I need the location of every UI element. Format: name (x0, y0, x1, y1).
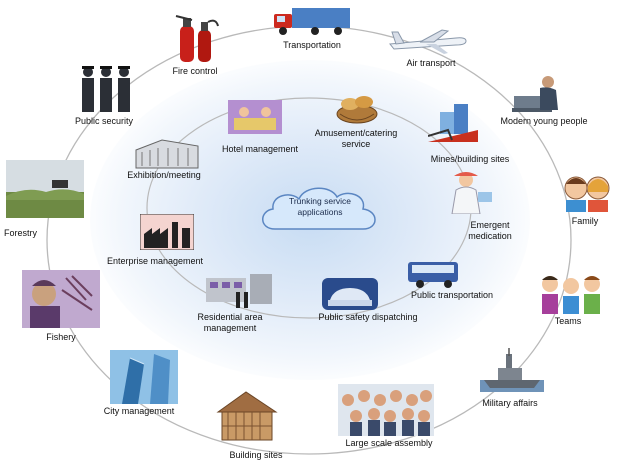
center-label-line1: Trunking service (288, 196, 352, 206)
factory-icon (140, 214, 194, 250)
label-family: Family (571, 216, 599, 226)
hotel-icon (228, 100, 282, 134)
label-amusement-line1: Amusement/catering (314, 128, 398, 138)
label-public-safety-dispatching: Public safety dispatching (318, 312, 418, 322)
label-hotel-management: Hotel management (221, 144, 299, 154)
label-exhibition-meeting: Exhibition/meeting (127, 170, 201, 180)
family-icon (564, 176, 610, 212)
doctor-icon (451, 172, 492, 214)
airplane-icon (389, 29, 467, 54)
truck-icon (274, 8, 350, 35)
fire-extinguisher-icon (175, 15, 219, 62)
house-frame-icon (216, 391, 278, 441)
label-forestry: Forestry (4, 228, 38, 238)
laptop-user-icon (512, 76, 558, 112)
label-air-transport: Air transport (406, 58, 456, 68)
label-emergent-line1: Emergent (470, 220, 510, 230)
label-residential-area: Residential area management (190, 312, 270, 334)
label-fishery: Fishery (46, 332, 76, 342)
teams-icon (542, 276, 600, 314)
bus-icon (408, 262, 458, 288)
label-residential-line1: Residential area (197, 312, 263, 322)
center-label: Trunking service applications (262, 196, 378, 218)
label-building-sites: Building sites (229, 450, 283, 460)
label-fire-control: Fire control (172, 66, 218, 76)
fishery-icon (22, 270, 100, 328)
label-residential-line2: management (203, 323, 257, 333)
cloud-icon (262, 187, 376, 230)
label-modern-young-people: Modern young people (500, 116, 588, 126)
label-city-management: City management (103, 406, 175, 416)
label-amusement-catering: Amusement/catering service (304, 128, 408, 150)
control-room-icon (206, 274, 272, 308)
label-public-transportation: Public transportation (410, 290, 494, 300)
forestry-icon (6, 160, 84, 218)
label-emergent-medication: Emergent medication (450, 220, 530, 242)
police-car-icon (322, 278, 378, 310)
label-emergent-line2: medication (468, 231, 512, 241)
mine-site-icon (428, 104, 478, 142)
skyscraper-icon (110, 350, 178, 404)
label-teams: Teams (554, 316, 582, 326)
label-amusement-line2: service (341, 139, 371, 149)
bread-basket-icon (336, 96, 378, 124)
label-large-scale-assembly: Large scale assembly (345, 438, 433, 448)
crowd-icon (338, 384, 434, 436)
label-military-affairs: Military affairs (482, 398, 538, 408)
warship-icon (480, 348, 544, 392)
exhibition-building-icon (135, 139, 199, 169)
label-transportation: Transportation (283, 40, 341, 50)
label-mines-building-sites: Mines/building sites (430, 154, 510, 164)
label-public-security: Public security (74, 116, 134, 126)
police-officers-icon (82, 66, 130, 112)
label-enterprise-management: Enterprise management (106, 256, 204, 266)
center-label-line2: applications (297, 207, 343, 217)
